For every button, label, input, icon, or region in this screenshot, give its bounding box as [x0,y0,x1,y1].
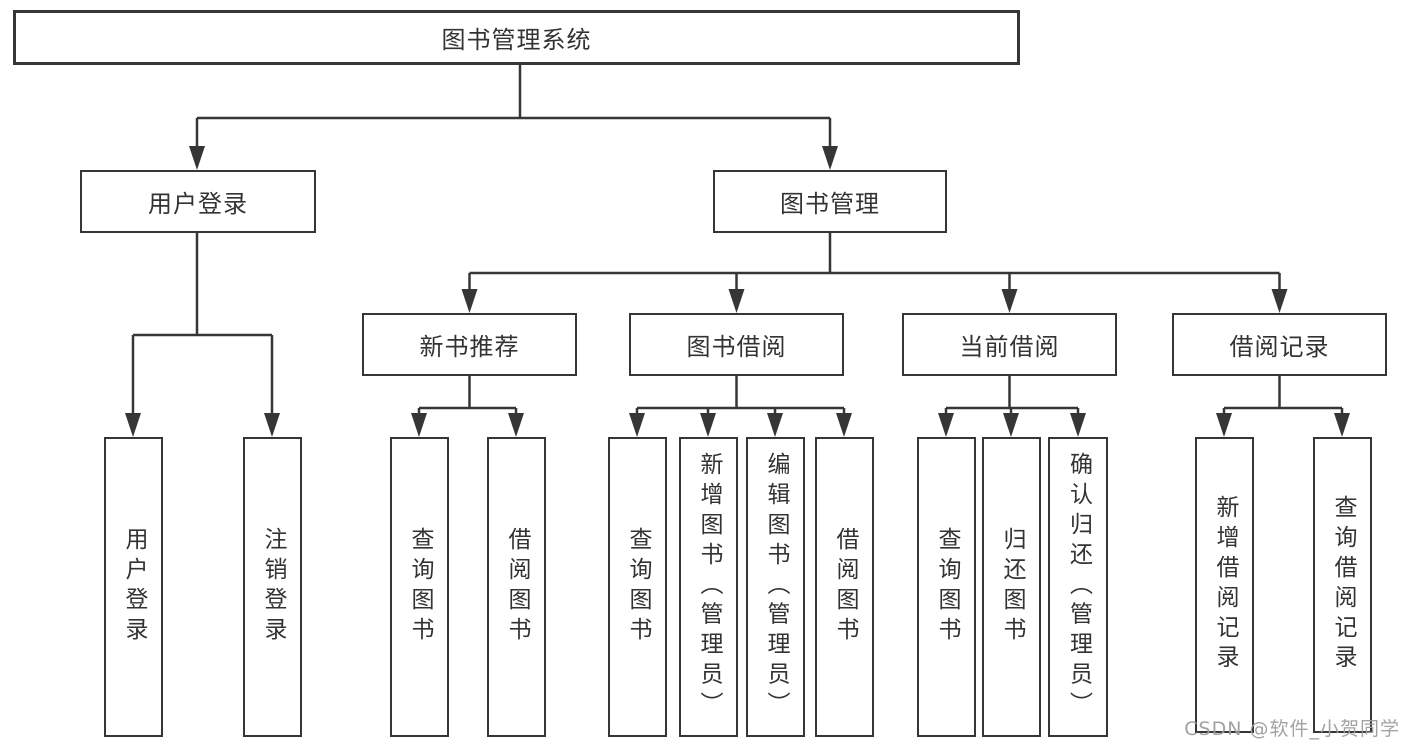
leaf-query-books-current: 查询图书 [917,437,976,737]
leaf-borrow-books-recommend: 借阅图书 [487,437,546,737]
node-borrow-records: 借阅记录 [1172,313,1387,376]
node-root: 图书管理系统 [13,10,1020,65]
leaf-add-borrow-record: 新增借阅记录 [1195,437,1254,733]
watermark-text: CSDN @软件_小贺同学 [1184,718,1400,740]
leaf-query-books-recommend: 查询图书 [390,437,449,737]
node-new-book-recommend: 新书推荐 [362,313,577,376]
leaf-user-login: 用户登录 [104,437,163,737]
leaf-query-books-borrow: 查询图书 [608,437,667,737]
leaf-borrow-books-borrow: 借阅图书 [815,437,874,737]
leaf-confirm-return-admin: 确认归还（管理员） [1048,437,1108,737]
leaf-query-borrow-record: 查询借阅记录 [1313,437,1372,733]
node-current-borrow: 当前借阅 [902,313,1117,376]
node-user-login: 用户登录 [80,170,316,233]
leaf-return-book: 归还图书 [982,437,1041,737]
leaf-logout: 注销登录 [243,437,302,737]
leaf-edit-book-admin: 编辑图书（管理员） [746,437,805,737]
leaf-add-book-admin: 新增图书（管理员） [679,437,738,737]
node-book-borrow: 图书借阅 [629,313,844,376]
node-book-management: 图书管理 [713,170,947,233]
